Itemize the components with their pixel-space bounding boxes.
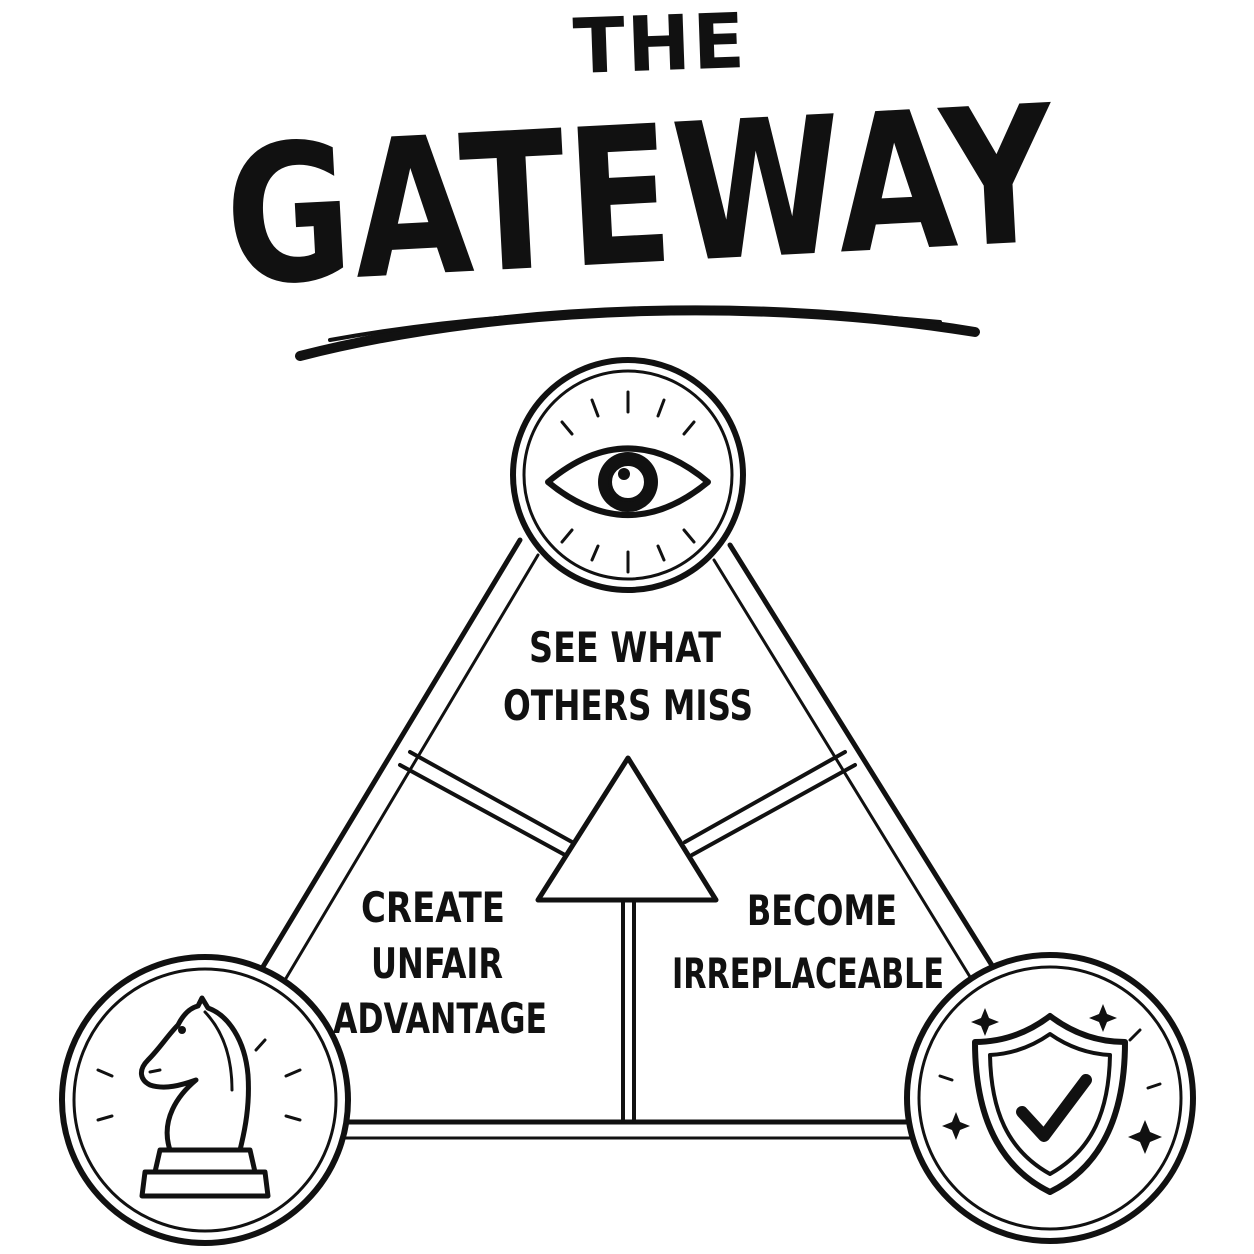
right-label-line-2: IRREPLACEABLE [672, 949, 944, 998]
title-line-1: THE [572, 0, 748, 91]
title-underline-accent [328, 307, 942, 342]
right-node [904, 952, 1196, 1244]
chess-knight-icon [96, 995, 302, 1199]
section-dividers [398, 750, 857, 1124]
section-top-label: SEE WHAT OTHERS MISS [503, 623, 753, 730]
right-label-line-1: BECOME [747, 886, 897, 935]
top-label-line-2: OTHERS MISS [503, 681, 753, 730]
top-node [510, 357, 746, 593]
center-arrow [535, 755, 719, 903]
left-label-line-3: ADVANTAGE [333, 994, 547, 1043]
eye-icon [545, 390, 711, 574]
left-label-line-1: CREATE [361, 883, 505, 932]
section-left-label: CREATE UNFAIR ADVANTAGE [333, 883, 547, 1043]
top-label-line-1: SEE WHAT [529, 623, 721, 672]
section-right-label: BECOME IRREPLACEABLE [672, 886, 944, 998]
left-node [59, 954, 351, 1246]
shield-check-icon [938, 1004, 1162, 1195]
title-line-2: GATEWAY [220, 64, 1061, 328]
left-label-line-2: UNFAIR [371, 939, 503, 988]
title: THE GATEWAY [220, 0, 1061, 361]
